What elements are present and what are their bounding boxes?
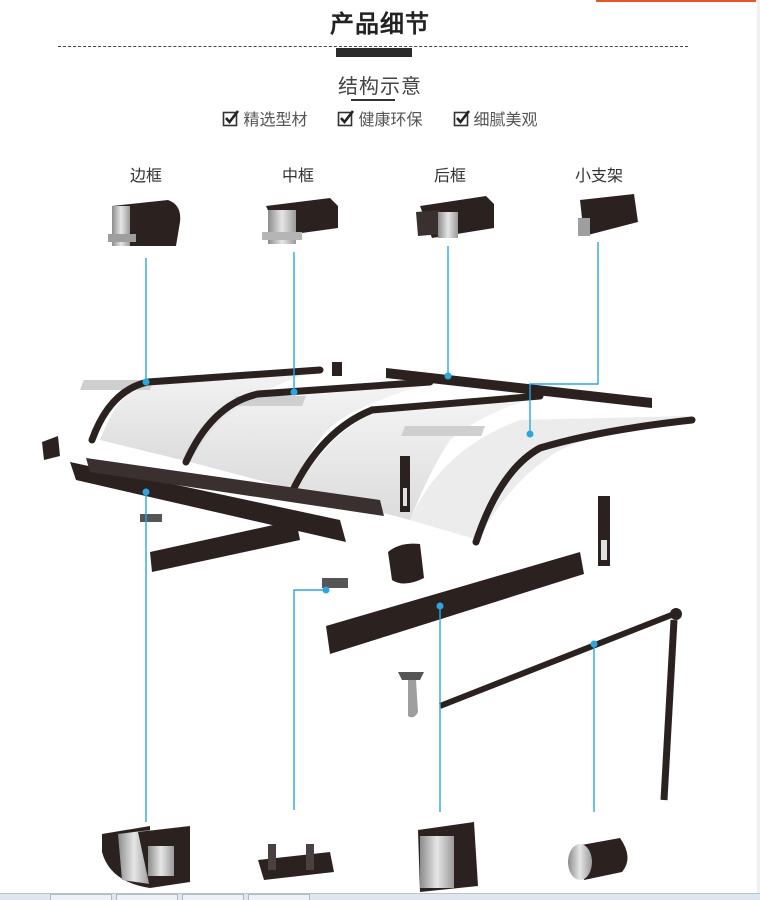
check-icon bbox=[453, 110, 470, 127]
label-small-bracket: 小支架 bbox=[574, 166, 623, 185]
downpipe bbox=[438, 608, 682, 801]
top-accent-bar bbox=[596, 0, 756, 2]
page-edge bbox=[757, 0, 760, 900]
rear-frame-profile-icon bbox=[416, 196, 494, 238]
taskbar-button[interactable] bbox=[248, 894, 310, 900]
bracket-parts bbox=[398, 456, 610, 718]
arched-frames bbox=[88, 366, 696, 546]
feature-item: 细腻美观 bbox=[453, 106, 538, 130]
rear-frame-bar bbox=[332, 362, 652, 408]
feature-label: 精选型材 bbox=[243, 110, 308, 129]
taskbar-button[interactable] bbox=[50, 894, 112, 900]
check-icon bbox=[223, 110, 240, 127]
feature-item: 健康环保 bbox=[337, 106, 423, 130]
gutter-bracket-profile-icon bbox=[258, 844, 334, 880]
label-middle-frame: 中框 bbox=[281, 166, 314, 185]
leader-dots bbox=[142, 372, 598, 648]
gutter-profile-icon bbox=[102, 826, 190, 888]
check-icon bbox=[338, 110, 355, 127]
leader-lines bbox=[145, 242, 599, 822]
pipe-profile-icon bbox=[568, 838, 628, 880]
middle-frame-profile-icon bbox=[262, 198, 338, 244]
small-bracket-profile-icon bbox=[578, 194, 638, 236]
feature-label: 细腻美观 bbox=[473, 110, 538, 129]
feature-item: 精选型材 bbox=[222, 106, 307, 130]
page-title: 产品细节 bbox=[330, 10, 430, 38]
system-taskbar bbox=[0, 893, 760, 900]
feature-list: 精选型材 健康环保 细腻美观 bbox=[0, 106, 760, 130]
beam-profile-icon bbox=[418, 822, 478, 892]
title-divider-block bbox=[336, 48, 412, 57]
taskbar-button[interactable] bbox=[182, 894, 244, 900]
feature-label: 健康环保 bbox=[358, 110, 423, 129]
section-title: 结构示意 bbox=[338, 74, 422, 98]
section-title-underline bbox=[351, 99, 395, 101]
label-rear-frame: 后框 bbox=[433, 166, 466, 185]
front-gutter-assembly bbox=[42, 436, 584, 654]
taskbar-button[interactable] bbox=[116, 894, 178, 900]
side-frame-profile-icon bbox=[108, 200, 181, 246]
title-divider bbox=[58, 46, 688, 47]
label-side-frame: 边框 bbox=[129, 166, 162, 185]
